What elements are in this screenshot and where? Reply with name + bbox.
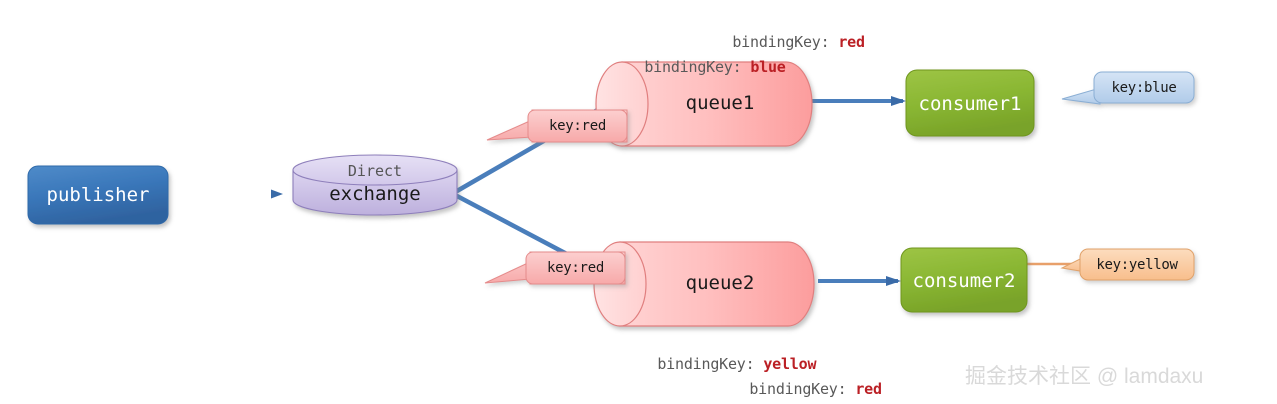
publisher-label: publisher xyxy=(46,184,150,206)
binding-key-queue1-red: bindingKey: red xyxy=(697,15,865,69)
binding-key-queue2-red-value: red xyxy=(855,380,882,398)
callout-consumer1-key-label: key:blue xyxy=(1111,80,1177,96)
binding-key-queue1-red-value: red xyxy=(838,33,865,51)
callout-consumer2-key xyxy=(1060,248,1195,281)
callout-consumer2-key-label: key:yellow xyxy=(1096,257,1178,273)
binding-key-queue1-red-prefix: bindingKey: xyxy=(732,33,839,51)
binding-key-queue2-yellow: bindingKey: yellow xyxy=(622,337,816,391)
callout-queue2-route xyxy=(484,251,626,285)
binding-key-queue1-blue: bindingKey: blue xyxy=(609,40,786,94)
node-publisher[interactable] xyxy=(27,165,169,225)
watermark: 掘金技术社区 @ lamdaxu xyxy=(965,365,1204,388)
binding-key-queue2-red: bindingKey: red xyxy=(714,362,882,404)
binding-key-queue1-blue-value: blue xyxy=(750,58,786,76)
binding-key-queue2-yellow-prefix: bindingKey: xyxy=(657,355,764,373)
exchange-type-label: Direct xyxy=(347,162,403,180)
queue1-label: queue1 xyxy=(685,92,755,114)
callout-queue1-route xyxy=(486,109,628,143)
callout-consumer1-key xyxy=(1061,71,1195,105)
binding-key-queue2-yellow-value: yellow xyxy=(763,355,817,373)
queue2-label: queue2 xyxy=(685,272,755,294)
binding-key-queue2-red-prefix: bindingKey: xyxy=(749,380,856,398)
callout-queue2-route-label: key:red xyxy=(547,260,604,276)
edge-queue1-to-consumer1 xyxy=(812,96,906,106)
consumer2-label: consumer2 xyxy=(912,270,1016,292)
callout-queue1-route-label: key:red xyxy=(549,118,606,134)
node-consumer2[interactable] xyxy=(900,247,1028,313)
exchange-label: exchange xyxy=(329,183,421,205)
edge-publisher-to-exchange xyxy=(168,189,283,199)
edge-queue2-to-consumer2 xyxy=(818,276,901,286)
node-exchange[interactable] xyxy=(292,154,458,216)
binding-key-queue1-blue-prefix: bindingKey: xyxy=(644,58,751,76)
consumer1-label: consumer1 xyxy=(918,93,1022,115)
node-consumer1[interactable] xyxy=(905,69,1035,137)
